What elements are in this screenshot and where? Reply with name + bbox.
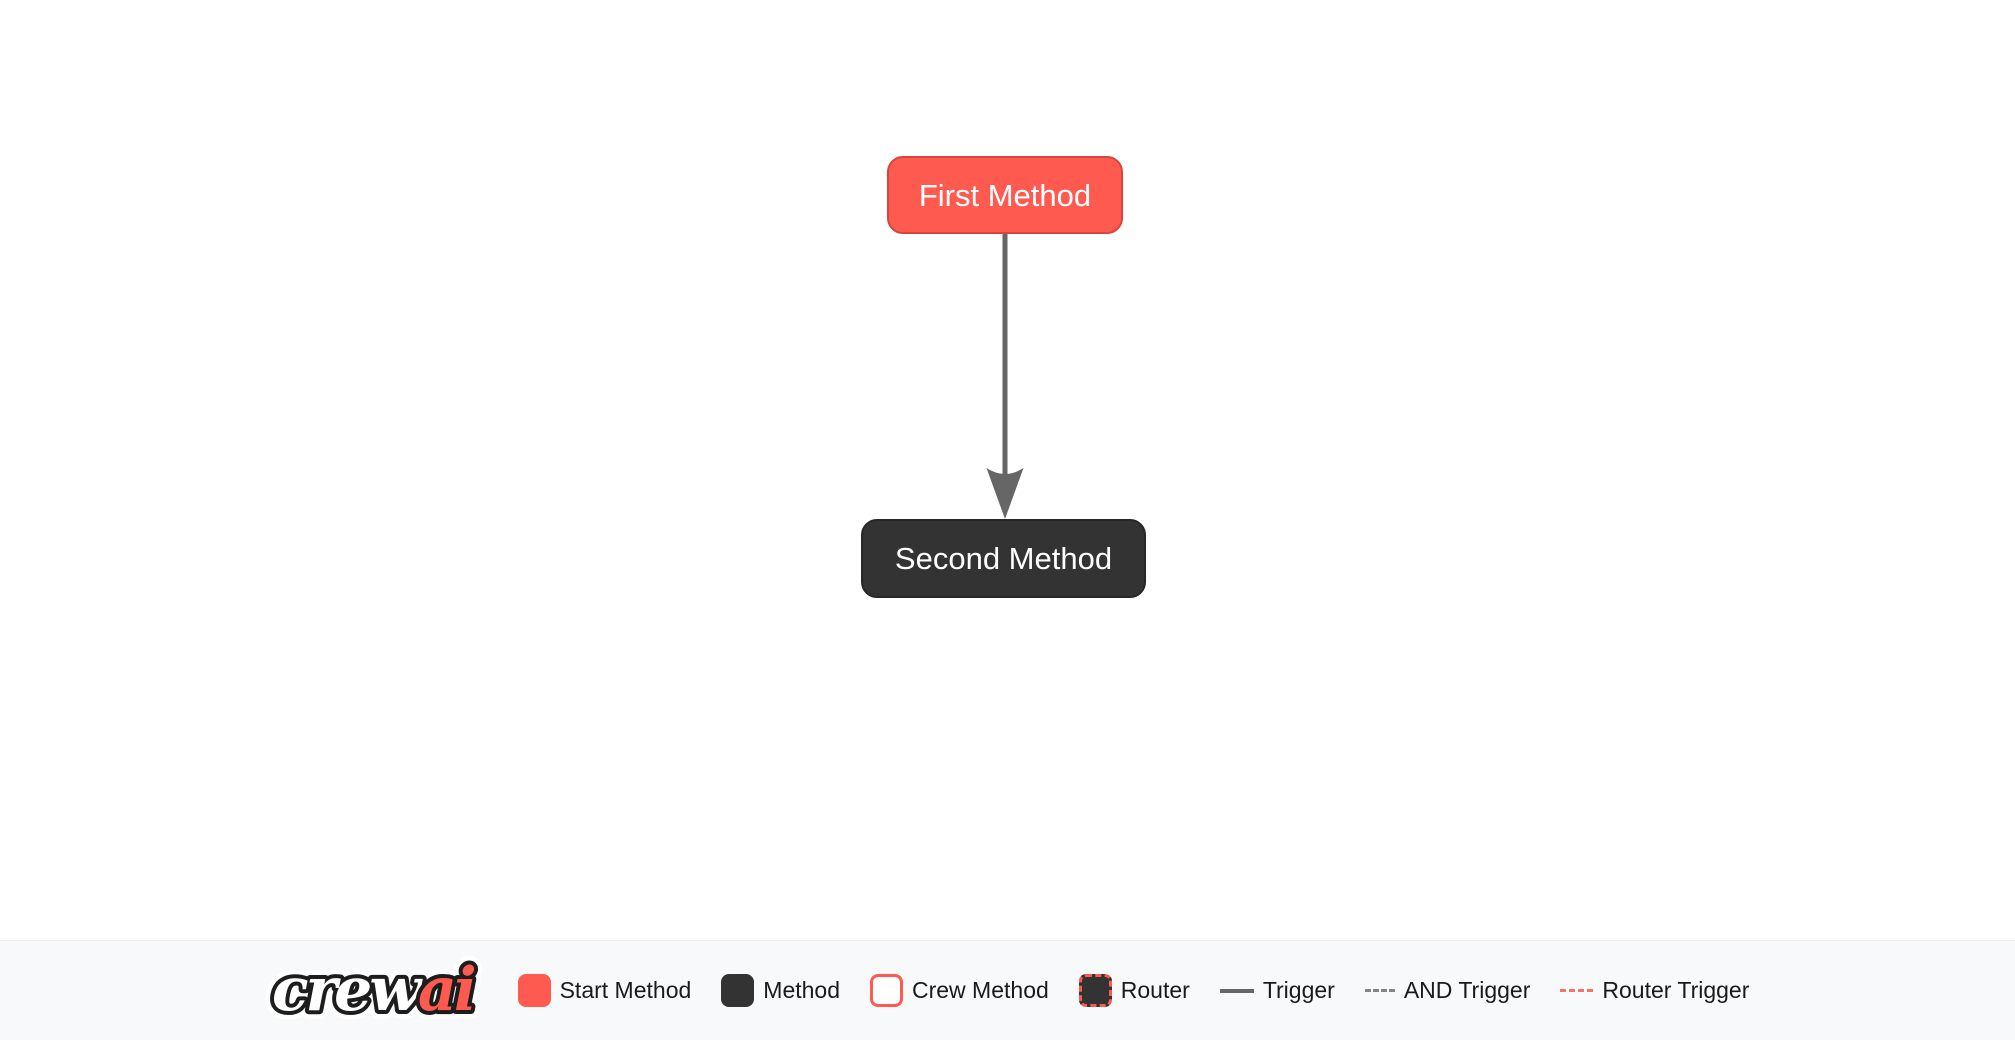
legend-item-crew-method: Crew Method — [870, 974, 1049, 1007]
method-swatch-icon — [721, 974, 755, 1007]
legend-bar: crewai crewai Start Method Method Crew M… — [0, 940, 2015, 1040]
trigger-line-icon — [1219, 988, 1254, 993]
flow-canvas[interactable]: First Method Second Method — [0, 0, 2015, 940]
logo-crew-text: crew — [272, 955, 423, 1025]
svg-text:crewai: crewai — [272, 955, 475, 1025]
legend-item-method: Method — [721, 974, 840, 1007]
svg-text:crewai: crewai — [272, 955, 475, 1025]
legend-item-start-method: Start Method — [517, 974, 692, 1007]
node-first-method-label: First Method — [918, 177, 1092, 213]
crew-method-swatch-icon — [870, 974, 903, 1007]
legend-item-router-trigger: Router Trigger — [1560, 977, 1749, 1004]
and-trigger-line-icon — [1364, 989, 1395, 992]
legend-label: Crew Method — [912, 977, 1049, 1003]
legend-item-router: Router — [1078, 974, 1190, 1007]
legend-label: Router Trigger — [1602, 977, 1750, 1003]
legend-label: AND Trigger — [1403, 977, 1531, 1003]
router-trigger-line-icon — [1560, 989, 1594, 992]
legend-label: Trigger — [1262, 977, 1335, 1003]
node-first-method[interactable]: First Method — [887, 156, 1123, 234]
crewai-logo: crewai crewai — [266, 950, 486, 1032]
arrowhead-down-icon — [986, 468, 1024, 519]
node-second-method[interactable]: Second Method — [861, 519, 1146, 598]
legend-item-trigger: Trigger — [1219, 977, 1335, 1004]
node-second-method-label: Second Method — [894, 541, 1113, 576]
logo-ai-text: ai — [418, 955, 475, 1025]
legend-item-and-trigger: AND Trigger — [1364, 977, 1531, 1004]
router-swatch-icon — [1078, 974, 1112, 1007]
legend-label: Router — [1120, 977, 1190, 1003]
start-method-swatch-icon — [517, 974, 551, 1007]
edge-layer — [986, 234, 1024, 519]
trigger-edge-first-to-second — [986, 234, 1024, 519]
legend-label: Start Method — [559, 977, 692, 1003]
legend-label: Method — [763, 977, 840, 1003]
